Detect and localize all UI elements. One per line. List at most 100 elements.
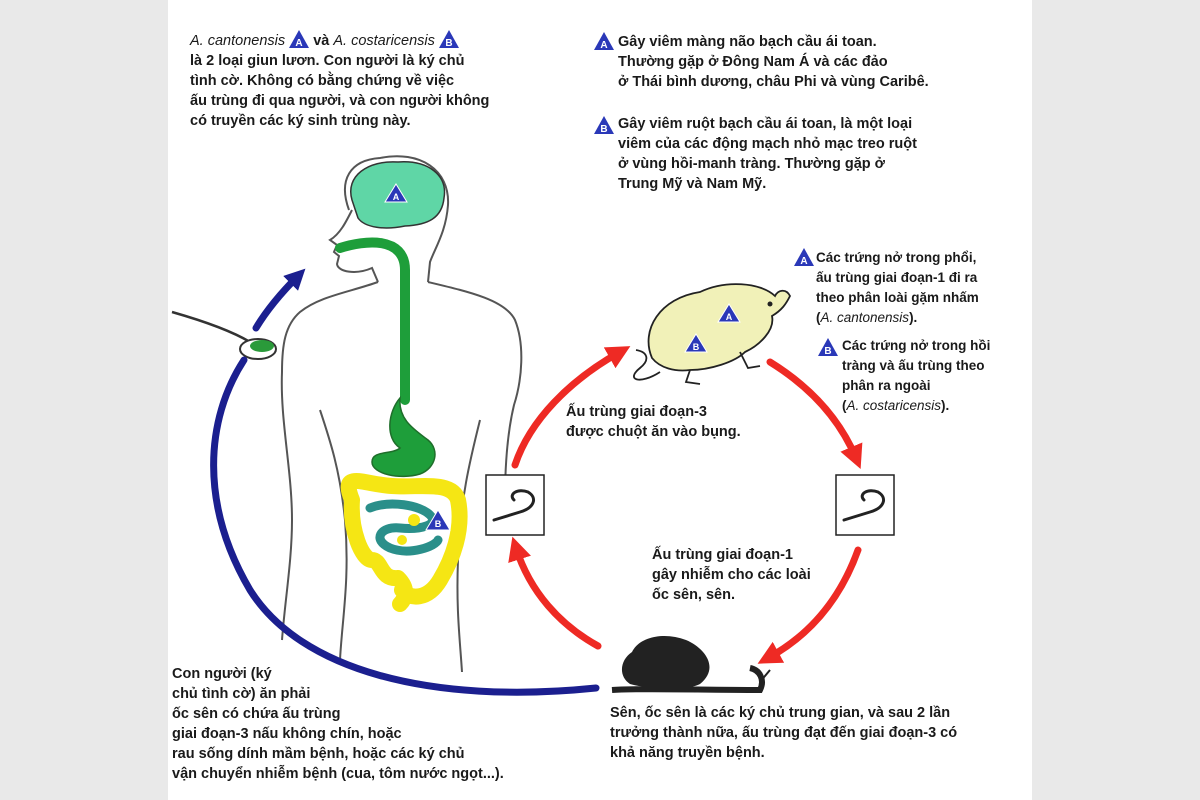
rat-note-b-species: A. costaricensis [846,398,942,413]
badge-brain-letter: A [393,192,400,202]
larva-box-right-frame [835,474,895,536]
stage1-label-line: Ấu trùng giai đoạn-1 [652,547,793,563]
paren-open: ( [816,310,821,325]
intestine-dot-2 [397,535,407,545]
arrow-rat-to-feces [766,358,863,469]
badge-rat-a: A [717,303,741,323]
stage1-label-line: ốc sên, sên. [652,587,736,603]
badge-a-icon: A [289,30,310,48]
cycle-arrows [508,346,863,664]
note-b-line: ở vùng hồi-manh tràng. Thường gặp ở [618,156,885,172]
stage3-label-line: được chuột ăn vào bụng. [566,424,741,440]
rat-icon [633,283,792,385]
snail-body [611,665,765,694]
human-label-line: giai đoạn-3 nấu không chín, hoặc [172,726,402,742]
human-label-line: Con người (ký [172,666,272,682]
blue-arc [210,356,600,696]
spoon-icon [171,310,277,360]
note-b-badge-letter: B [600,124,607,134]
rat-body [647,283,792,372]
paren-open: ( [842,398,847,413]
rat-note-a-line: theo phân loài gặm nhấm [816,290,979,305]
stomach-icon [371,395,436,478]
note-a: A Gây viêm màng não bạch cầu ái toan. Th… [594,32,929,92]
arrow-snail-to-larva [508,536,602,650]
snail-label-line: trưởng thành nữa, ấu trùng đạt đến giai … [610,725,958,741]
stage3-label-line: Ấu trùng giai đoạn-3 [566,404,707,420]
larva-box-left-frame [485,474,545,536]
species-intro-line: tình cờ. Không có bằng chứng về việc [190,73,455,89]
larva-icon-right [842,489,886,522]
torso-outline [280,281,523,673]
species-and: và [313,33,330,49]
spoon-handle [171,310,251,344]
larva-box-right [835,474,895,536]
snail-label-line: khả năng truyền bệnh. [610,745,765,761]
stage1-label: Ấu trùng giai đoạn-1 gây nhiễm cho các l… [652,545,811,605]
rat-note-b-line: Các trứng nở trong hồi [842,338,991,353]
rat-note-b-badge-letter: B [824,346,831,356]
blue-arrow-up [252,268,306,332]
note-a-line: Thường gặp ở Đông Nam Á và các đảo [618,54,888,70]
note-b-line: Trung Mỹ và Nam Mỹ. [618,176,767,192]
badge-intestine-letter: B [435,519,442,529]
arrow-to-rat [511,346,631,469]
note-b-line: viêm của các động mạch nhỏ mạc treo ruột [618,136,917,152]
rat-note-a-line: ấu trùng giai đoạn-1 đi ra [816,270,978,285]
species-b-name: A. costaricensis [333,33,435,49]
badge-b-icon: B [438,30,459,48]
rat-note-a-line: Các trứng nở trong phổi, [816,250,977,265]
note-a-badge-icon: A [594,32,614,50]
human-infection-arrow [210,268,600,696]
human-label-line: rau sống dính mầm bệnh, hoặc các ký chủ [172,746,465,762]
paren-close: ). [909,310,918,325]
small-intestine-icon [365,499,443,556]
badge-brain: A [384,183,408,203]
stage3-label: Ấu trùng giai đoạn-3 được chuột ăn vào b… [566,402,741,442]
badge-intestine: B [425,509,451,531]
badge-a-letter: A [296,38,303,48]
larva-icon-left [492,489,536,522]
rat-note-b-species-line: (A. costaricensis). [842,396,990,416]
vegetables-icon [250,340,274,352]
badge-rat-b-letter: B [693,342,700,352]
rat-note-b-line: tràng và ấu trùng theo [842,358,985,373]
esophagus [335,237,410,405]
rat-note-a-badge-letter: A [800,256,807,266]
paren-close: ). [941,398,950,413]
intestine-dot-1 [408,514,420,526]
large-intestine-icon [340,473,468,612]
snail-label-line: Sên, ốc sên là các ký chủ trung gian, và… [610,705,951,721]
rat-note-b-line: phân ra ngoài [842,378,931,393]
species-intro-heading: A. cantonensis A và A. costaricensis B [190,30,489,51]
species-intro-line: là 2 loại giun lươn. Con người là ký chủ [190,53,465,69]
note-a-line: ở Thái bình dương, châu Phi và vùng Cari… [618,74,929,90]
note-b-line: Gây viêm ruột bạch cầu ái toan, là một l… [618,116,913,132]
species-intro-line: ấu trùng đi qua người, và con người khôn… [190,93,490,109]
rat-note-a-species-line: (A. cantonensis). [816,308,979,328]
rat-note-a-badge-icon: A [794,248,814,266]
snail-shell [621,636,710,689]
human-label-line: vận chuyển nhiễm bệnh (cua, tôm nước ngọ… [172,766,504,782]
rat-tail [633,349,661,381]
arrow-to-snail [757,546,862,664]
human-label: Con người (ký chủ tình cờ) ăn phải ốc sê… [172,664,504,784]
rat-note-b-badge-icon: B [818,338,838,356]
stage1-label-line: gây nhiễm cho các loài [652,567,811,583]
human-label-line: chủ tình cờ) ăn phải [172,686,311,702]
badge-rat-b: B [684,333,708,353]
rat-feet [684,351,761,385]
badge-b-letter: B [445,38,452,48]
snail-icon [611,636,771,694]
rat-note-b: B Các trứng nở trong hồi tràng và ấu trù… [818,336,990,416]
larva-box-left [485,474,545,536]
note-a-badge-letter: A [600,40,607,50]
note-a-line: Gây viêm màng não bạch cầu ái toan. [618,34,877,50]
species-a-name: A. cantonensis [190,33,286,49]
species-intro-line: có truyền các ký sinh trùng này. [190,113,411,129]
head-outline [328,155,450,283]
snail-antenna [759,669,771,683]
rat-note-a: A Các trứng nở trong phổi, ấu trùng giai… [794,248,979,328]
